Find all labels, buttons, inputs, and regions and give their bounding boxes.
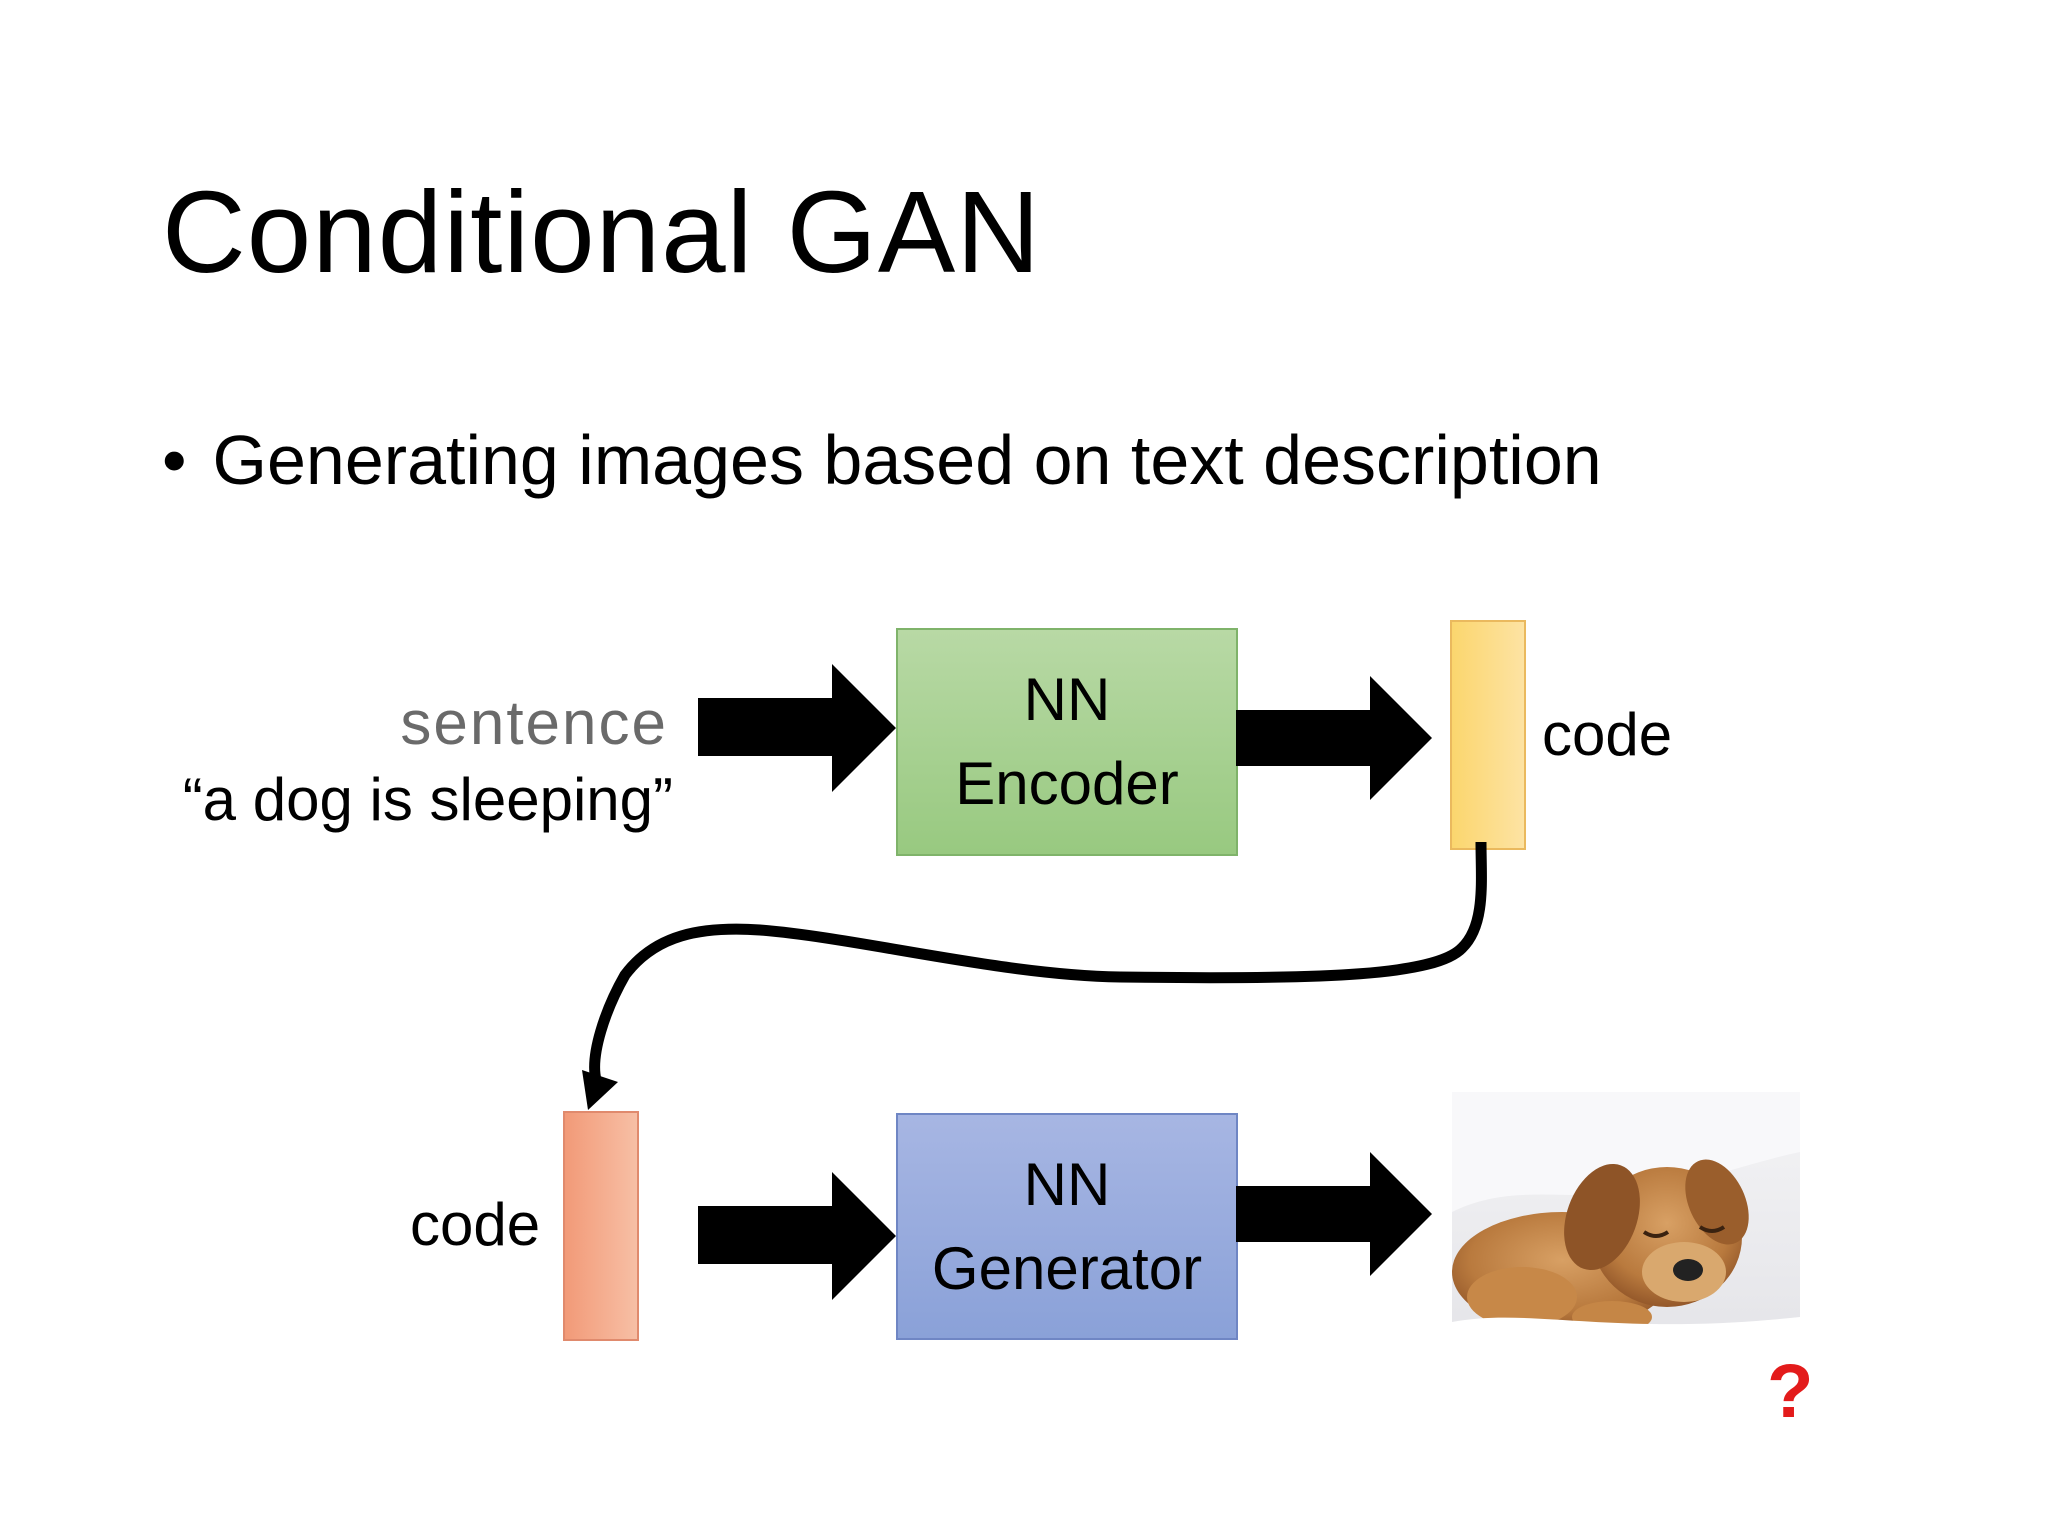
arrow-encoder-to-code-icon <box>1236 676 1432 800</box>
arrow-code-to-generator-icon <box>698 1172 896 1300</box>
arrow-sentence-to-encoder-icon <box>698 664 896 792</box>
encoder-line1: NN <box>1023 666 1111 733</box>
code-top-label: code <box>1542 701 1673 768</box>
bullet-text: Generating images based on text descript… <box>212 421 1602 499</box>
generator-line2: Generator <box>931 1234 1203 1302</box>
sentence-text: “a dog is sleeping” <box>182 766 673 833</box>
question-mark: ? <box>1767 1349 1814 1434</box>
code-vector-bottom <box>563 1111 639 1341</box>
encoder-line2: Encoder <box>955 750 1179 817</box>
sleeping-puppy-image <box>1452 1092 1800 1352</box>
sentence-label: sentence <box>400 689 668 758</box>
generator-line1: NN <box>1023 1150 1111 1218</box>
code-vector-top <box>1450 620 1526 850</box>
bullet-icon: • <box>162 421 187 499</box>
nn-encoder-box: NN Encoder <box>896 628 1238 856</box>
code-bottom-label: code <box>410 1191 541 1258</box>
arrow-generator-to-image-icon <box>1236 1152 1432 1276</box>
slide-title: Conditional GAN <box>162 167 1041 297</box>
bullet-point: • Generating images based on text descrip… <box>162 420 1602 500</box>
nn-generator-box: NN Generator <box>896 1113 1238 1340</box>
